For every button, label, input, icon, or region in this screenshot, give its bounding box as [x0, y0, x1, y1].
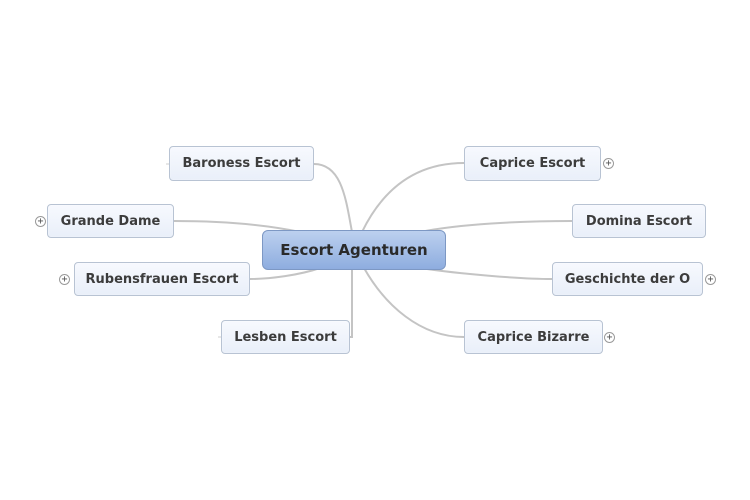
- topic-caprice-bizarre[interactable]: Caprice Bizarre: [464, 320, 603, 354]
- expand-grande-dame-icon[interactable]: +: [35, 216, 46, 227]
- connector-baroness-escort: [313, 163, 353, 233]
- topic-domina-escort[interactable]: Domina Escort: [572, 204, 706, 238]
- connector-caprice-bizarre: [363, 267, 465, 338]
- topic-geschichte-der-o[interactable]: Geschichte der O: [552, 262, 703, 296]
- topic-baroness-escort[interactable]: Baroness Escort: [169, 146, 314, 181]
- connector-lesben-escort: [350, 268, 353, 338]
- expand-geschichte-der-o-icon[interactable]: +: [705, 274, 716, 285]
- expand-caprice-escort-icon[interactable]: +: [603, 158, 614, 169]
- topic-rubensfrauen-escort[interactable]: Rubensfrauen Escort: [74, 262, 250, 296]
- expand-rubensfrauen-escort-icon[interactable]: +: [59, 274, 70, 285]
- connector-grande-dame: [173, 220, 301, 233]
- connector-caprice-escort: [361, 162, 465, 233]
- topic-caprice-escort[interactable]: Caprice Escort: [464, 146, 601, 181]
- connector-domina-escort: [419, 220, 573, 233]
- topic-lesben-escort[interactable]: Lesben Escort: [221, 320, 350, 354]
- topic-grande-dame[interactable]: Grande Dame: [47, 204, 174, 238]
- central-topic[interactable]: Escort Agenturen: [262, 230, 446, 270]
- expand-caprice-bizarre-icon[interactable]: +: [604, 332, 615, 343]
